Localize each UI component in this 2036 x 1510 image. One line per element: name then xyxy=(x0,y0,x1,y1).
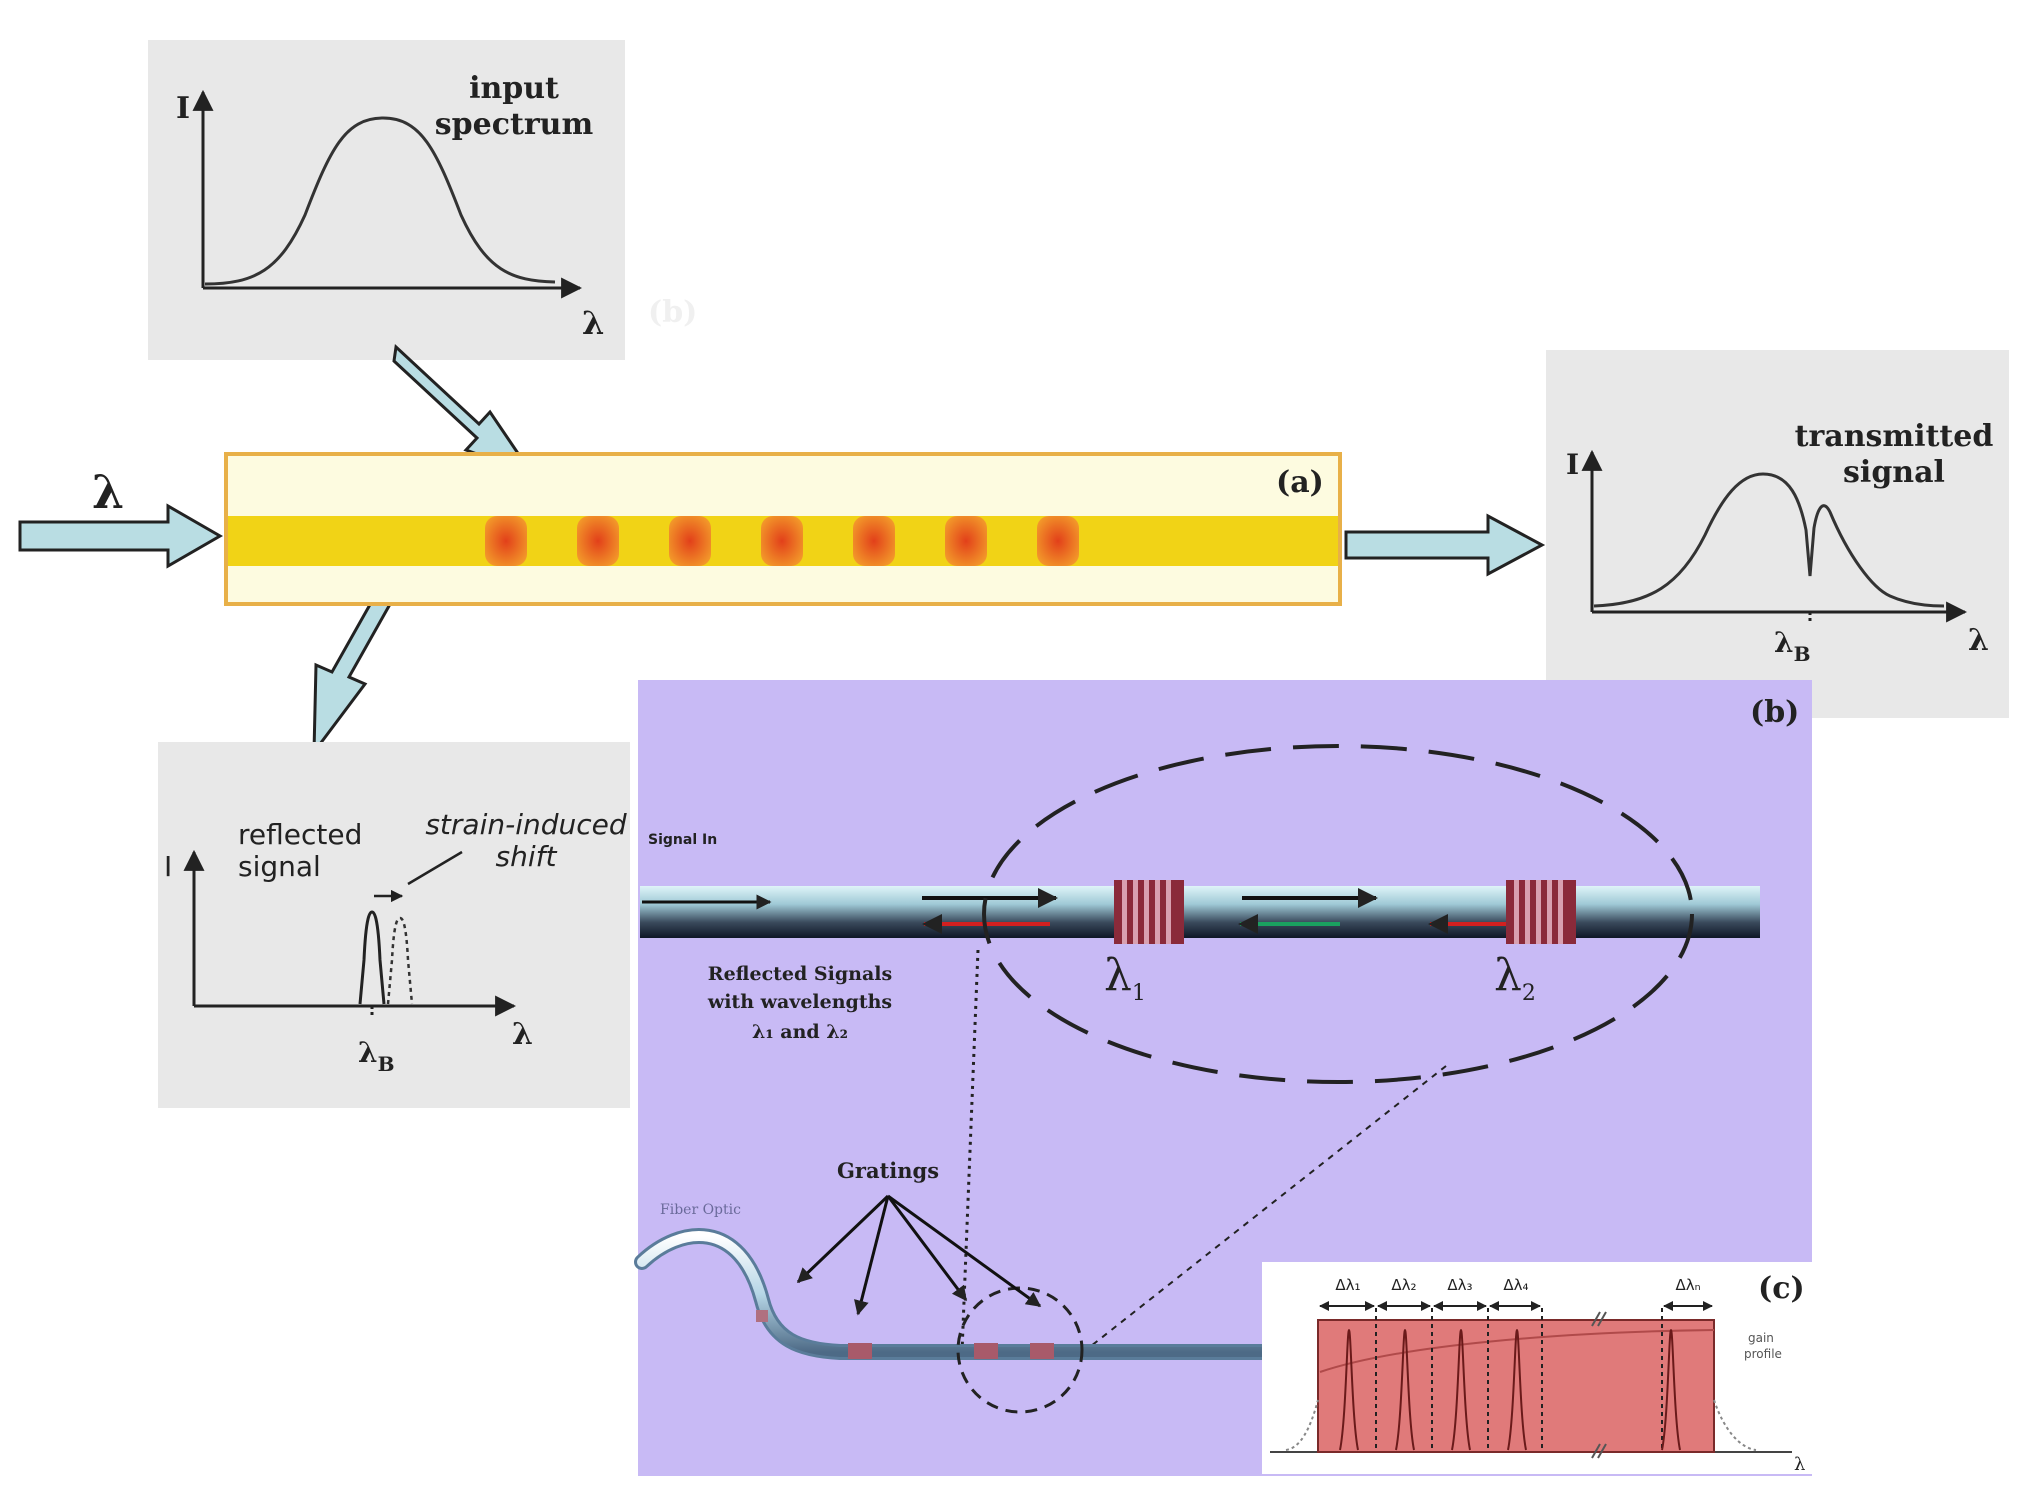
grating-period xyxy=(761,516,803,566)
grating-2 xyxy=(1506,880,1576,944)
x-axis-label: λ xyxy=(582,304,604,342)
reflected-signals-line2: with wavelengths xyxy=(707,991,892,1013)
input-lambda-label: λ xyxy=(92,465,124,519)
input-spectrum-curve xyxy=(204,116,556,286)
panel-c-label: (c) xyxy=(1758,1271,1805,1306)
small-grating xyxy=(848,1343,872,1359)
panel-background xyxy=(158,742,630,1108)
zoom-circle xyxy=(956,1286,1084,1414)
zoom-leader-right xyxy=(1085,1065,1447,1351)
reflected-signals-line1: Reflected Signals xyxy=(708,963,892,985)
faint-label: (b) xyxy=(648,295,697,330)
delta-lambda-label: Δλ₂ xyxy=(1391,1276,1416,1294)
gratings-label: Gratings xyxy=(837,1158,939,1183)
panel-title-line2: spectrum xyxy=(435,107,594,142)
zoom-leader-left xyxy=(960,949,980,1353)
panel-a-label: (a) xyxy=(1276,465,1324,500)
fiber-optic-label: Fiber Optic xyxy=(660,1202,741,1218)
gratings-pointer-1 xyxy=(796,1194,890,1284)
panel-b: (b) Signal In λ1 λ2 Reflected xyxy=(634,680,1812,1476)
delta-lambda-label: Δλ₁ xyxy=(1335,1276,1360,1294)
small-grating xyxy=(756,1310,768,1322)
gratings-pointer-3 xyxy=(886,1195,968,1302)
grating-period xyxy=(669,516,711,566)
panel-title-line1: transmitted xyxy=(1795,419,1994,454)
panel-title-line1: reflected xyxy=(238,818,362,851)
reflected-peak xyxy=(358,910,386,1005)
gain-profile-label-line1: gain xyxy=(1748,1331,1774,1345)
x-axis-label: λ xyxy=(512,1017,533,1052)
small-grating xyxy=(1030,1343,1054,1359)
bragg-wavelength-label: λB xyxy=(1774,626,1811,666)
signal-in-label: Signal In xyxy=(648,832,717,848)
panel-title-line1: input xyxy=(469,71,559,106)
grating-period xyxy=(945,516,987,566)
reflected-signal-panel: I λ λB reflected signal strain-induced s… xyxy=(158,742,630,1108)
zoom-ellipse xyxy=(982,744,1694,1084)
shifted-peak xyxy=(386,916,414,1005)
fiber-tube xyxy=(640,886,1760,938)
output-arrow-right xyxy=(1344,513,1546,577)
y-axis-label: I xyxy=(164,850,172,883)
channel-dividers xyxy=(1375,1308,1663,1452)
small-grating xyxy=(974,1343,998,1359)
channel-peaks xyxy=(1339,1328,1681,1451)
delta-lambda-label: Δλ₄ xyxy=(1503,1276,1528,1294)
input-arrow-left xyxy=(18,503,224,569)
grating-period xyxy=(577,516,619,566)
transmitted-signal-panel: I λ λB transmitted signal xyxy=(1546,350,2009,718)
transmitted-curve xyxy=(1593,472,1945,608)
gratings-pointer-4 xyxy=(887,1194,1042,1308)
gratings-pointer-2 xyxy=(854,1195,890,1316)
x-axis-label: λ xyxy=(1794,1454,1805,1475)
lambda1-label: λ1 xyxy=(1104,950,1146,1006)
lambda2-label: λ2 xyxy=(1494,950,1536,1006)
fiber-bragg-grating: (a) xyxy=(224,452,1342,606)
x-axis-label: λ xyxy=(1968,623,1989,658)
shift-label-line2: shift xyxy=(496,840,558,873)
grating-periods xyxy=(485,516,1079,566)
fiber-optic-highlight xyxy=(637,1231,1267,1357)
panel-title-line2: signal xyxy=(238,850,321,883)
y-axis-label: I xyxy=(1566,448,1579,481)
y-axis-label: I xyxy=(176,91,190,126)
grating-period xyxy=(485,516,527,566)
gain-profile-left xyxy=(1285,1399,1319,1451)
panel-background xyxy=(1546,350,2009,718)
axis-break-marks xyxy=(1591,1311,1607,1459)
grating-period xyxy=(1037,516,1079,566)
grating-period xyxy=(853,516,895,566)
panel-c: (c) λ Δλ₁ Δλ₂ Δλ₃ Δλ xyxy=(1262,1262,1812,1475)
shift-pointer xyxy=(407,850,463,886)
gain-profile-curve xyxy=(1319,1329,1715,1373)
gain-profile-label-line2: profile xyxy=(1744,1347,1782,1361)
panel-title-line2: signal xyxy=(1843,455,1945,490)
panel-background xyxy=(148,40,625,360)
delta-lambda-label: Δλₙ xyxy=(1675,1276,1700,1294)
grating-1 xyxy=(1114,880,1184,944)
input-spectrum-panel: I λ input spectrum (b) xyxy=(148,40,697,360)
shift-label-line1: strain-induced xyxy=(425,808,627,841)
bragg-wavelength-label: λB xyxy=(358,1036,395,1076)
gain-profile-right xyxy=(1713,1399,1757,1451)
panel-b-label: (b) xyxy=(1750,695,1799,730)
delta-lambda-label: Δλ₃ xyxy=(1447,1276,1472,1294)
reflected-signals-line3: λ₁ and λ₂ xyxy=(752,1021,848,1043)
